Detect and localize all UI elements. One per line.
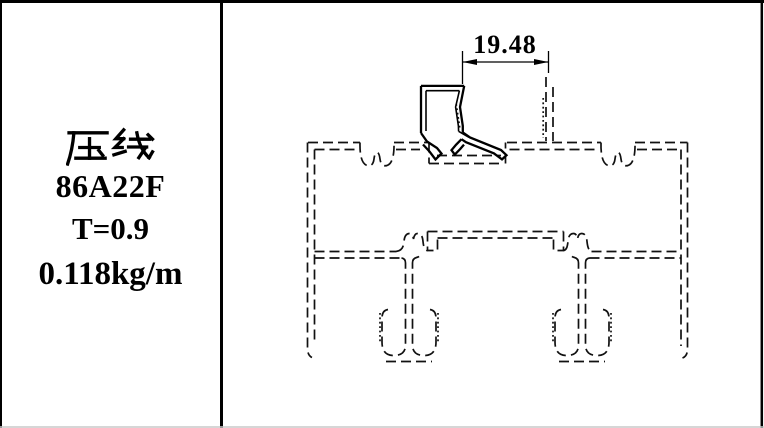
mid-clip-left (395, 232, 428, 253)
bead-leg-inner (458, 130, 498, 150)
weight-value: 0.118kg/m (38, 256, 183, 292)
serration-marks (379, 98, 612, 343)
mid-clip-right-jog (552, 231, 565, 252)
left-wall (306, 142, 313, 359)
mid-clip-left-jog (426, 231, 439, 252)
dimension: 19.48 (461, 30, 550, 84)
stem-fillet (568, 252, 580, 264)
title-panel: 压线 86A22F T=0. (0, 0, 221, 428)
arrowhead-right (534, 59, 549, 65)
stem-fillet (584, 257, 590, 264)
hook-right-b (584, 263, 610, 357)
part-number: 86A22F (55, 168, 166, 204)
hook-left-b (411, 263, 437, 357)
bead-inner-outline (425, 89, 498, 150)
glyph-ya (66, 131, 109, 167)
clip-slot-right (600, 142, 636, 167)
glyph-xian (110, 127, 155, 161)
bead-profile-solid (419, 84, 509, 162)
hook-left-a (381, 263, 407, 357)
frame-profile-dashed (306, 77, 689, 363)
bead-right-inner (454, 90, 461, 132)
hook-right-a (554, 263, 580, 357)
stem-fillet (401, 257, 407, 264)
bead-right-wall (458, 85, 466, 133)
right-wall (682, 142, 689, 359)
bead-outer-outline (419, 84, 509, 162)
clip-slot-left (359, 142, 395, 167)
stem-fillet (411, 252, 423, 264)
part-name-glyphs (66, 127, 155, 167)
bead-heel (450, 138, 465, 157)
bead-lug (420, 132, 444, 162)
thickness-value: T=0.9 (71, 211, 150, 246)
dimension-label: 19.48 (473, 30, 537, 59)
arrowhead-left (462, 59, 477, 65)
mid-clip-right (563, 232, 592, 253)
